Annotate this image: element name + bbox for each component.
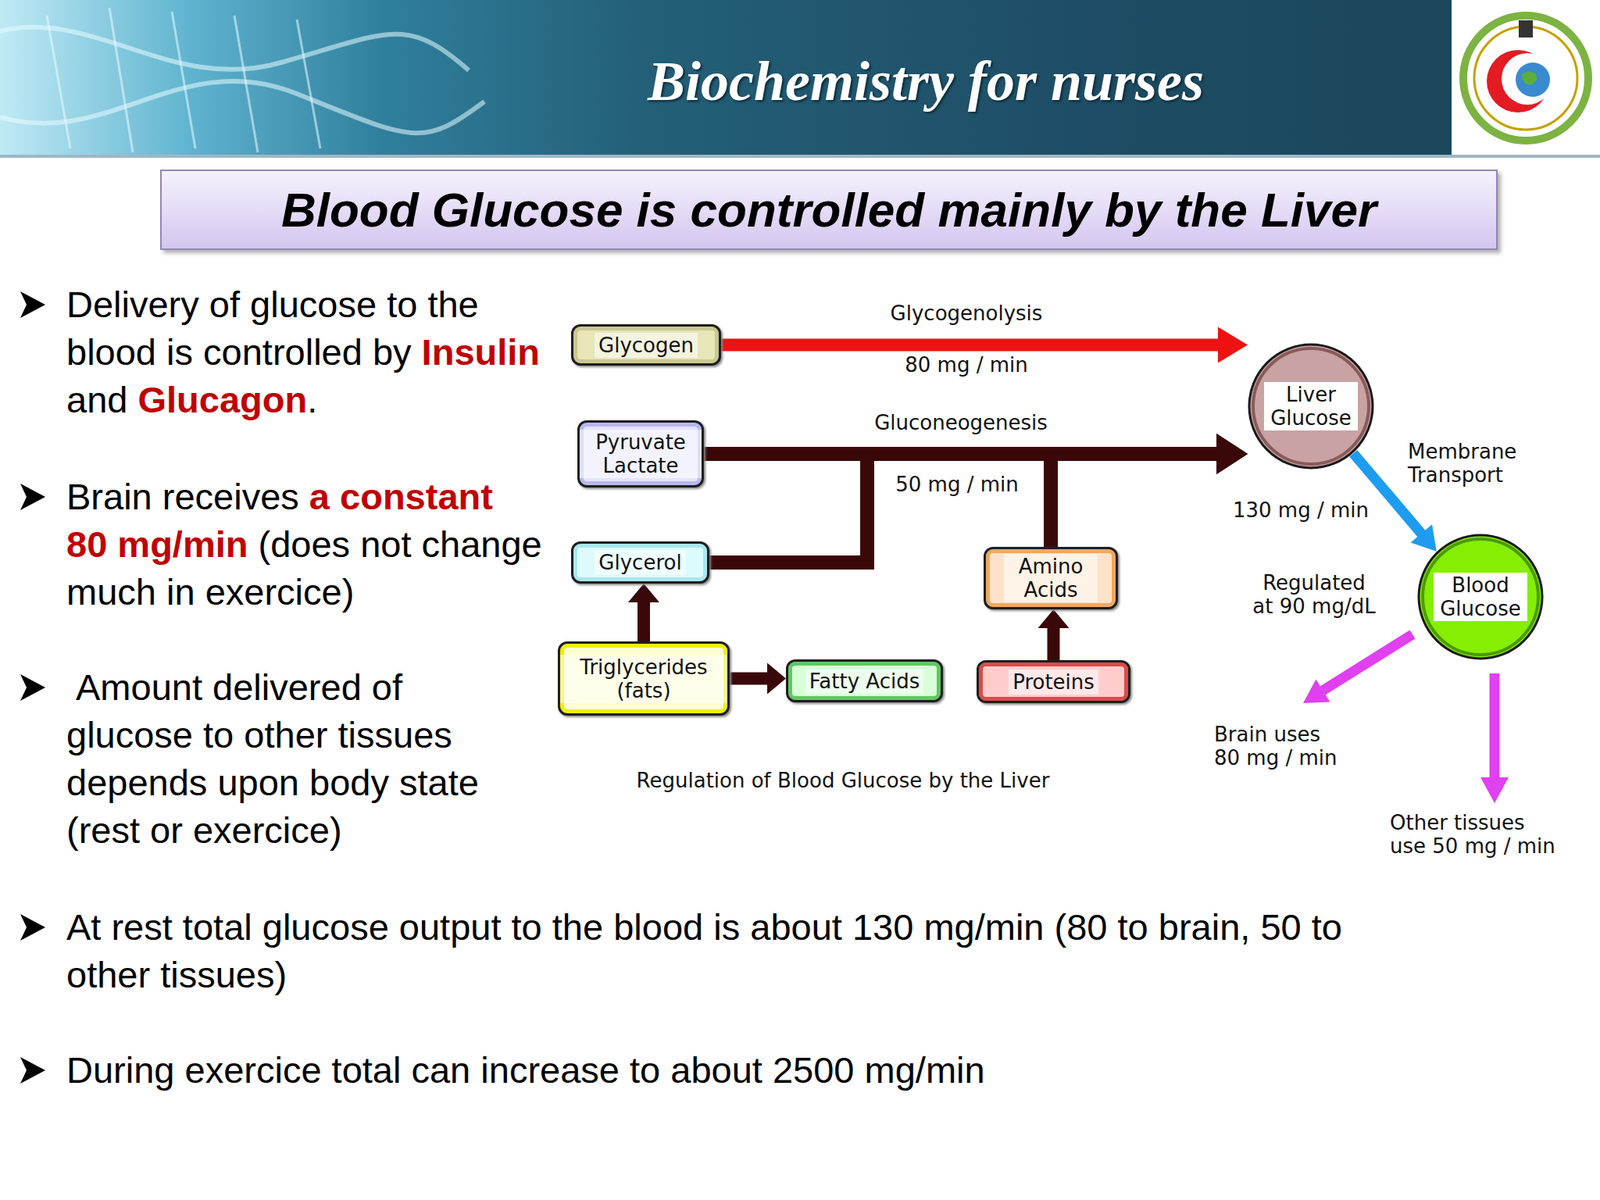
uptake-arrow-head xyxy=(1480,777,1509,804)
uptake-arrow-shaft xyxy=(1489,673,1500,779)
source-box: Pyruvate Lactate xyxy=(577,420,704,488)
circle-inner-ring xyxy=(1253,348,1369,465)
bullet-phrase: Delivery of glucose to the blood is cont… xyxy=(66,283,479,373)
bullet-phrase: Brain receives xyxy=(66,475,300,518)
slide-title: Blood Glucose is controlled mainly by th… xyxy=(281,182,1377,238)
slide-header: Biochemistry for nurses xyxy=(647,50,1204,113)
header-rule xyxy=(0,154,1600,158)
bullet-arrow xyxy=(20,914,46,941)
edge-label: Membrane Transport xyxy=(1407,439,1525,487)
bullet-text: During exercice total can increase to ab… xyxy=(66,1046,1395,1094)
arrow-shaft xyxy=(721,339,1225,352)
node-label: Triglycerides (fats) xyxy=(560,654,728,704)
faculty-logo xyxy=(1463,15,1589,141)
bullet-phrase: and xyxy=(66,378,128,421)
bullet-phrase: During exercice total can increase to ab… xyxy=(66,1049,986,1091)
dna-strand xyxy=(0,81,485,133)
arrow-head xyxy=(1038,609,1070,629)
node-label: Glycogen xyxy=(594,332,698,358)
logo-inner-ring xyxy=(1474,26,1578,130)
title-band: Blood Glucose is controlled mainly by th… xyxy=(160,169,1498,250)
arrow-head xyxy=(1216,433,1248,475)
arrow-shaft xyxy=(709,453,1223,563)
circle-shape xyxy=(1249,344,1373,468)
arrow-shaft xyxy=(637,598,650,642)
arrow-head xyxy=(767,663,786,695)
rate-label: 130 mg / min xyxy=(1232,498,1369,522)
dna-rungs xyxy=(46,7,321,153)
note-label: Regulated at 90 mg/dL xyxy=(1250,571,1379,618)
flow-arrow xyxy=(628,583,660,642)
flow-arrow xyxy=(729,663,786,695)
node-label: Glycerol xyxy=(594,550,686,575)
rate-label: 80 mg / min xyxy=(904,353,1029,377)
arrow-head xyxy=(1217,327,1248,364)
node-label: Liver Glucose xyxy=(1264,382,1358,431)
arrow-shaft xyxy=(729,672,772,686)
flow-arrow xyxy=(709,433,1248,563)
pool-circle: Blood Glucose xyxy=(1417,533,1544,661)
bullet-phrase: At rest total glucose output to the bloo… xyxy=(66,906,1343,996)
node-label: Fatty Acids xyxy=(805,668,924,694)
tissue-label: Other tissues use 50 mg / min xyxy=(1389,810,1562,858)
logo-emblem xyxy=(1518,20,1533,38)
emphasis-text: Glucagon xyxy=(137,378,308,421)
flow-arrow xyxy=(1050,433,1248,547)
node-label: Proteins xyxy=(1008,669,1099,695)
source-box: Triglycerides (fats) xyxy=(557,641,730,716)
flow-arrow xyxy=(1038,609,1070,661)
bullet-text: Delivery of glucose to the blood is cont… xyxy=(66,280,543,424)
source-box: Glycerol xyxy=(571,541,710,584)
bullet-text: Brain receives a constant 80 mg/min (doe… xyxy=(66,472,543,616)
figure-caption: Regulation of Blood Glucose by the Liver xyxy=(636,768,1050,793)
node-label: Blood Glucose xyxy=(1433,572,1528,622)
uptake-arrow-shaft xyxy=(1322,634,1413,691)
bullet-arrow xyxy=(20,1057,46,1084)
bullet-phrase: Amount delivered of glucose to other tis… xyxy=(66,666,479,851)
circle-inner-ring xyxy=(1422,539,1539,655)
logo-land xyxy=(1521,71,1537,85)
source-box: Amino Acids xyxy=(983,546,1118,610)
source-box: Glycogen xyxy=(571,324,722,366)
bullet-text: At rest total glucose output to the bloo… xyxy=(66,903,1395,999)
arrow-head xyxy=(1216,433,1248,475)
edge-label: Glycogenolysis xyxy=(890,301,1043,325)
source-box: Proteins xyxy=(976,660,1131,704)
arrow-shaft xyxy=(1050,453,1223,547)
circle-shape xyxy=(1418,535,1543,659)
arrow-head xyxy=(1410,524,1437,552)
pool-circle: Liver Glucose xyxy=(1247,342,1375,470)
bullet-arrow xyxy=(20,483,46,511)
bullet-phrase: . xyxy=(307,378,318,421)
logo-crescent-cut xyxy=(1501,53,1554,105)
bullet-markers xyxy=(20,291,46,1084)
bullet-arrow xyxy=(20,674,46,701)
node-label: Pyruvate Lactate xyxy=(579,429,702,479)
arrow-shaft xyxy=(1047,624,1061,661)
dna-strand xyxy=(0,27,469,71)
dna-illustration xyxy=(0,7,485,153)
uptake-arrow-head xyxy=(1303,679,1330,704)
rate-label: 50 mg / min xyxy=(895,472,1019,497)
arrow-head xyxy=(1216,433,1248,475)
logo-globe xyxy=(1515,62,1550,97)
tissue-label: Brain uses 80 mg / min xyxy=(1214,722,1343,770)
node-label: Amino Acids xyxy=(1003,553,1098,603)
source-box: Fatty Acids xyxy=(785,659,943,703)
edge-label: Gluconeogenesis xyxy=(874,410,1048,435)
bullet-arrow xyxy=(20,291,46,318)
emphasis-text: Insulin xyxy=(421,331,540,373)
arrow-head xyxy=(628,583,660,603)
logo-ring xyxy=(1463,15,1589,141)
bullet-text: Amount delivered of glucose to other tis… xyxy=(66,663,528,854)
